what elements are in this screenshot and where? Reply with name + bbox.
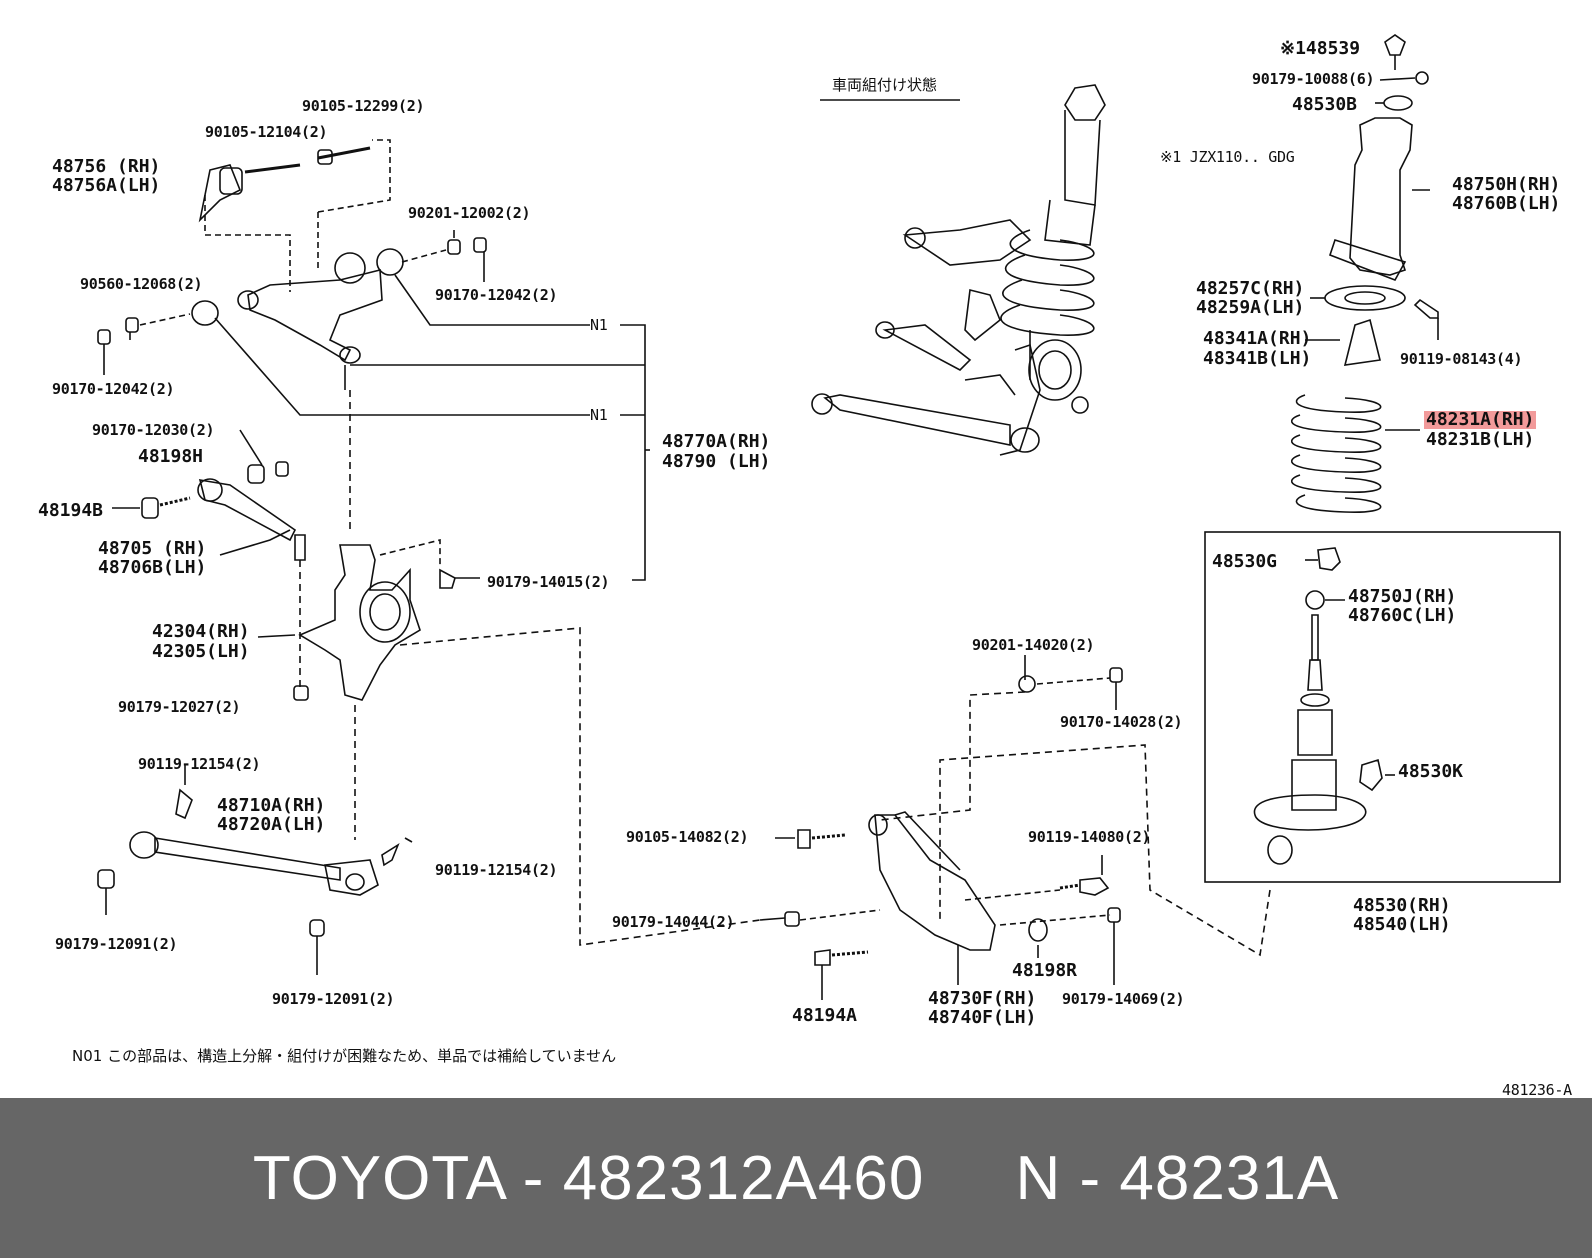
spacer bbox=[924, 1144, 1015, 1213]
part-label-90201-14020[interactable]: 90201-14020(2) bbox=[972, 636, 1095, 654]
part-label-48770a[interactable]: 48770A(RH) bbox=[662, 431, 771, 452]
part-label-90201-12002[interactable]: 90201-12002(2) bbox=[408, 204, 531, 222]
rear-lower-arm-drawing bbox=[759, 655, 1123, 1000]
part-label-48705[interactable]: 48705 (RH) bbox=[98, 538, 207, 559]
part-label-90179-14069[interactable]: 90179-14069(2) bbox=[1062, 990, 1185, 1008]
part-label-48530g[interactable]: 48530G bbox=[1212, 551, 1278, 572]
part-label-48341a[interactable]: 48341A(RH) bbox=[1203, 328, 1312, 349]
part-label-90179-12027[interactable]: 90179-12027(2) bbox=[118, 698, 241, 716]
part-label-48720a[interactable]: 48720A(LH) bbox=[217, 814, 326, 835]
part-label-90119-12154-top[interactable]: 90119-12154(2) bbox=[138, 755, 261, 773]
part-label-90170-12030[interactable]: 90170-12030(2) bbox=[92, 421, 215, 439]
part-label-48756a[interactable]: 48756A(LH) bbox=[52, 175, 161, 196]
part-label-48760b[interactable]: 48760B(LH) bbox=[1452, 193, 1561, 214]
part-label-90560-12068[interactable]: 90560-12068(2) bbox=[80, 275, 203, 293]
footnote-n01: N01 この部品は、構造上分解・組付けが困難なため、単品では補給していません bbox=[72, 1047, 617, 1065]
part-label-90179-12091-bottom[interactable]: 90179-12091(2) bbox=[272, 990, 395, 1008]
part-label-90105-12299[interactable]: 90105-12299(2) bbox=[302, 97, 425, 115]
part-label-48194b[interactable]: 48194B bbox=[38, 500, 104, 521]
part-label-48756[interactable]: 48756 (RH) bbox=[52, 156, 161, 177]
part-label-42305[interactable]: 42305(LH) bbox=[152, 641, 250, 662]
part-number-banner: TOYOTA - 482312A460 N - 48231A bbox=[0, 1098, 1592, 1258]
separator-2: - bbox=[1061, 1143, 1120, 1213]
part-label-48540[interactable]: 48540(LH) bbox=[1353, 914, 1451, 935]
upper-arm-drawing bbox=[97, 139, 650, 581]
part-label-42304[interactable]: 42304(RH) bbox=[152, 621, 250, 642]
part-label-48750j[interactable]: 48750J(RH) bbox=[1348, 586, 1457, 607]
reference-prefix: N bbox=[1015, 1143, 1062, 1213]
part-label-48740f[interactable]: 48740F(LH) bbox=[928, 1007, 1037, 1028]
part-label-90170-12042-right[interactable]: 90170-12042(2) bbox=[435, 286, 558, 304]
part-label-90170-12042-left[interactable]: 90170-12042(2) bbox=[52, 380, 175, 398]
part-label-48259a[interactable]: 48259A(LH) bbox=[1196, 297, 1305, 318]
part-number: 482312A460 bbox=[562, 1143, 925, 1213]
part-label-90119-14080[interactable]: 90119-14080(2) bbox=[1028, 828, 1151, 846]
part-label-48790[interactable]: 48790 (LH) bbox=[662, 451, 771, 472]
model-note: ※1 JZX110.. GDG bbox=[1160, 148, 1295, 166]
n1-marker-top: N1 bbox=[590, 316, 608, 334]
part-label-48257c[interactable]: 48257C(RH) bbox=[1196, 278, 1305, 299]
part-label-90179-14044[interactable]: 90179-14044(2) bbox=[612, 913, 735, 931]
part-label-48341b[interactable]: 48341B(LH) bbox=[1203, 348, 1312, 369]
part-label-48730f[interactable]: 48730F(RH) bbox=[928, 988, 1037, 1009]
brand-name: TOYOTA bbox=[252, 1143, 505, 1213]
part-label-48706b[interactable]: 48706B(LH) bbox=[98, 557, 207, 578]
part-label-48710a[interactable]: 48710A(RH) bbox=[217, 795, 326, 816]
part-label-90119-08143[interactable]: 90119-08143(4) bbox=[1400, 350, 1523, 368]
reference-number: 48231A bbox=[1119, 1143, 1340, 1213]
part-label-48530[interactable]: 48530(RH) bbox=[1353, 895, 1451, 916]
figure-code: 481236-A bbox=[1502, 1081, 1572, 1098]
bushing-48756 bbox=[219, 167, 243, 195]
part-label-48198r[interactable]: 48198R bbox=[1012, 960, 1078, 981]
part-label-48231a-highlighted[interactable]: 48231A(RH) bbox=[1424, 409, 1537, 430]
lower-arm-drawing bbox=[97, 765, 413, 975]
knuckle-drawing bbox=[112, 390, 761, 946]
part-label-90170-14028[interactable]: 90170-14028(2) bbox=[1060, 713, 1183, 731]
part-label-48231b[interactable]: 48231B(LH) bbox=[1426, 429, 1535, 450]
assembled-view-drawing bbox=[811, 84, 1106, 456]
part-label-90105-12104[interactable]: 90105-12104(2) bbox=[205, 123, 328, 141]
exploded-view-drawing bbox=[97, 34, 1561, 1000]
part-label-48530b[interactable]: 48530B bbox=[1292, 94, 1358, 115]
part-number-caption: TOYOTA - 482312A460 N - 48231A bbox=[253, 1143, 1339, 1214]
part-label-48760c[interactable]: 48760C(LH) bbox=[1348, 605, 1457, 626]
parts-diagram: 車両組付け状態 ※1 JZX110.. GDG N01 この部品は、構造上分解・… bbox=[38, 34, 1573, 1098]
n1-marker-bottom: N1 bbox=[590, 406, 608, 424]
part-label-90119-12154-bottom[interactable]: 90119-12154(2) bbox=[435, 861, 558, 879]
part-label-48198h[interactable]: 48198H bbox=[138, 446, 204, 467]
part-label-90179-14015[interactable]: 90179-14015(2) bbox=[487, 573, 610, 591]
part-label-48530k[interactable]: 48530K bbox=[1398, 761, 1464, 782]
part-label-48194a[interactable]: 48194A bbox=[792, 1005, 858, 1026]
part-label-90179-10088[interactable]: 90179-10088(6) bbox=[1252, 70, 1375, 88]
assembled-state-heading: 車両組付け状態 bbox=[832, 76, 938, 94]
part-label-48750h[interactable]: 48750H(RH) bbox=[1452, 174, 1561, 195]
part-label-90105-14082[interactable]: 90105-14082(2) bbox=[626, 828, 749, 846]
separator: - bbox=[504, 1143, 563, 1213]
part-label-48539[interactable]: ※148539 bbox=[1280, 38, 1361, 59]
strut-components-drawing bbox=[939, 34, 1561, 957]
part-label-90179-12091-left[interactable]: 90179-12091(2) bbox=[55, 935, 178, 953]
